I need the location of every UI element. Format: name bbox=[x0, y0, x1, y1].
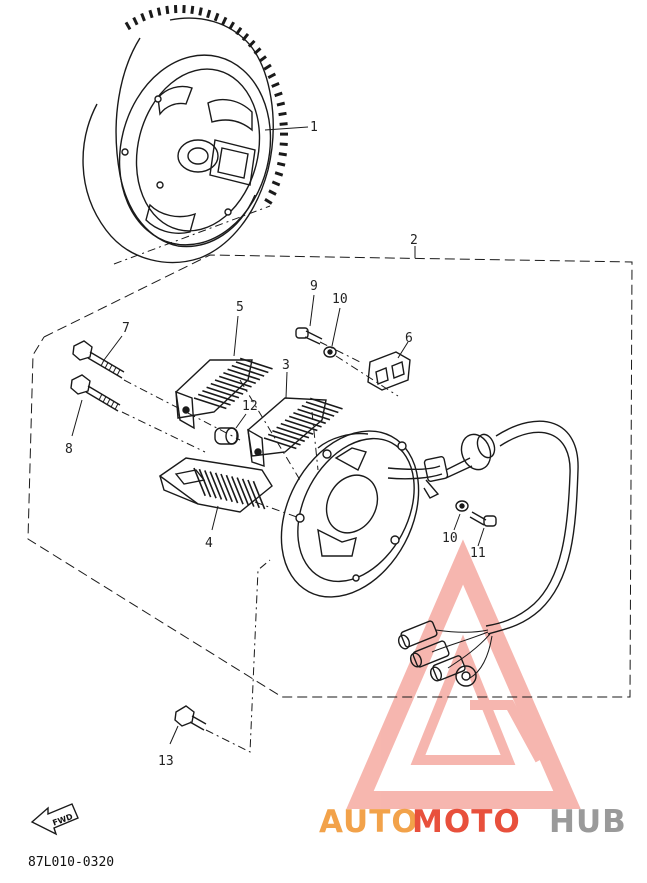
callout-1: 1 bbox=[310, 120, 318, 135]
callout-5: 5 bbox=[236, 300, 244, 315]
callout-3: 3 bbox=[282, 358, 290, 373]
watermark-moto: MOTO bbox=[412, 804, 521, 840]
screw-13 bbox=[169, 559, 271, 753]
callout-10-top: 10 bbox=[332, 292, 348, 307]
callout-7: 7 bbox=[122, 321, 130, 336]
watermark-logo bbox=[346, 539, 581, 809]
wire-harness bbox=[387, 420, 579, 687]
part-code: 87L010-0320 bbox=[28, 855, 114, 870]
screw-9 bbox=[295, 294, 361, 363]
callout-11: 11 bbox=[470, 546, 486, 561]
stator-assembly-outline bbox=[27, 246, 633, 698]
bolt-8 bbox=[70, 374, 121, 437]
callout-10-right: 10 bbox=[442, 531, 458, 546]
callout-8: 8 bbox=[65, 442, 73, 457]
callout-2: 2 bbox=[410, 233, 418, 248]
lighting-coil-4 bbox=[158, 457, 273, 531]
bolt-7 bbox=[72, 335, 125, 379]
washer-10-top bbox=[323, 307, 399, 397]
callout-4: 4 bbox=[205, 536, 213, 551]
pickup-sensor-6 bbox=[367, 341, 411, 391]
watermark-auto: AUTO bbox=[319, 804, 419, 840]
callout-6: 6 bbox=[405, 331, 413, 346]
callout-12: 12 bbox=[242, 399, 258, 414]
spacer-12 bbox=[214, 413, 247, 445]
washer-10-right bbox=[453, 500, 469, 531]
watermark-hub: HUB bbox=[549, 804, 627, 840]
pulser-coil-5 bbox=[175, 315, 273, 430]
watermark-text: AUTO MOTO HUB bbox=[319, 804, 627, 840]
callout-13: 13 bbox=[158, 754, 174, 769]
charge-coil-3 bbox=[247, 371, 343, 467]
fwd-label: FWD bbox=[51, 812, 74, 828]
screw-11 bbox=[469, 511, 497, 547]
fwd-arrow-icon: FWD bbox=[30, 803, 79, 836]
callout-9: 9 bbox=[310, 279, 318, 294]
callout-labels: 1 2 3 4 5 6 7 8 9 10 10 11 12 13 bbox=[65, 120, 486, 769]
stator-base-plate bbox=[280, 430, 420, 598]
flywheel-rotor bbox=[82, 5, 309, 265]
